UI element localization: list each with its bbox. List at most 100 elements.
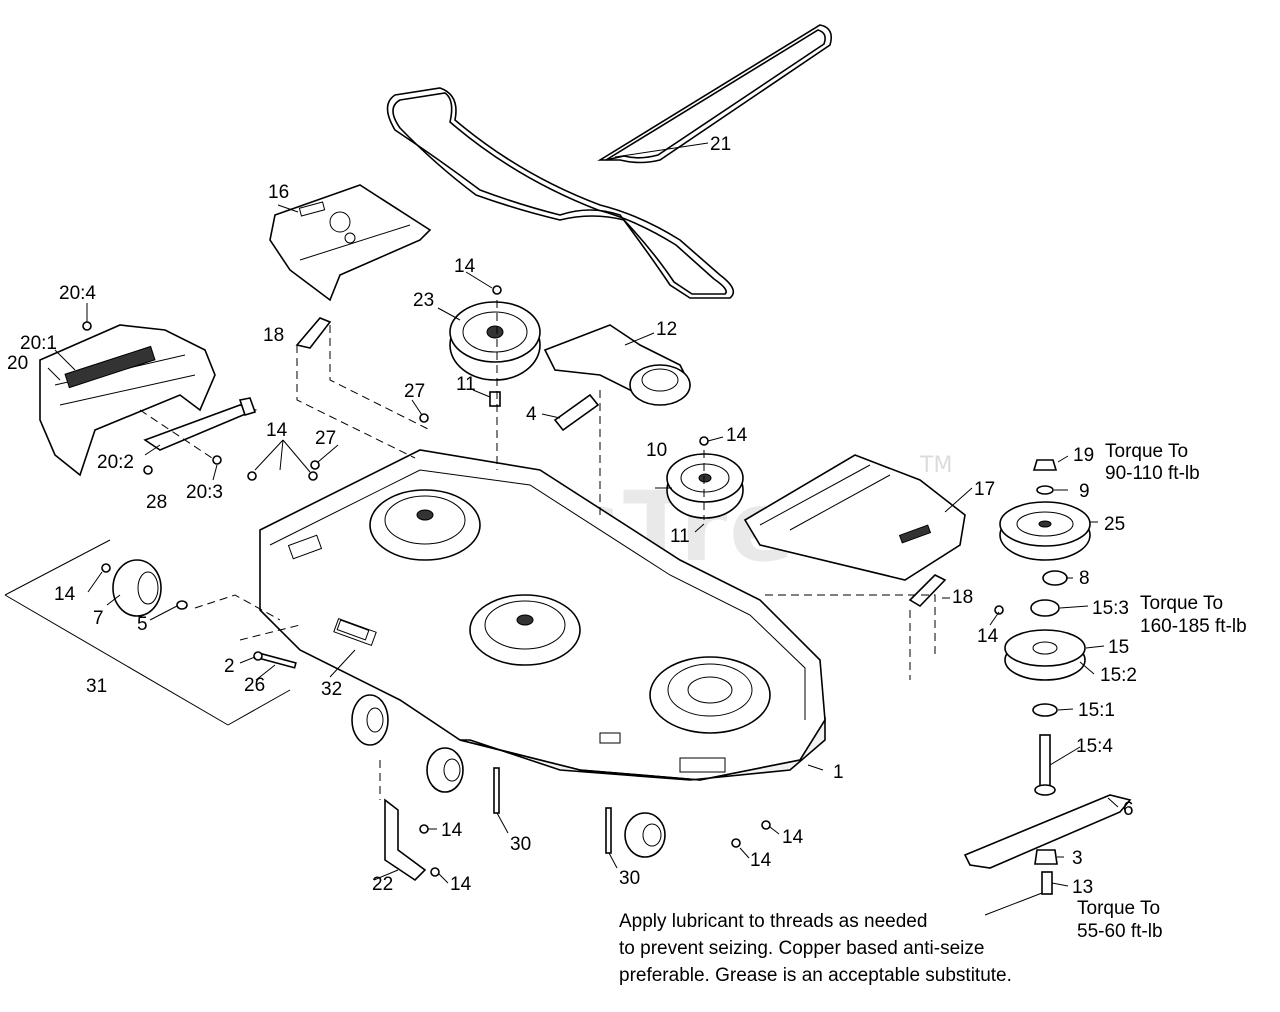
anti-scalp-wheel-rear[interactable] [624, 812, 666, 858]
spindle-shaft-part-15-4[interactable] [1034, 734, 1056, 796]
callout-21: 21 [710, 134, 731, 155]
idler-arm-part-12[interactable] [543, 324, 692, 406]
callout-15-1: 15:1 [1078, 700, 1115, 721]
callout-4: 4 [526, 404, 537, 425]
nut-part-14-a[interactable] [492, 285, 502, 295]
callout-20-1: 20:1 [20, 333, 57, 354]
callout-16: 16 [268, 182, 289, 203]
callout-31: 31 [86, 676, 107, 697]
note-line-1: Apply lubricant to threads as needed [619, 911, 928, 932]
bolt-part-30-a[interactable] [493, 767, 500, 814]
torque-13-label: Torque To [1077, 898, 1160, 919]
nut-part-14-h[interactable] [430, 867, 440, 877]
bolt-part-13[interactable] [1041, 871, 1053, 895]
torque-15-label: Torque To [1140, 593, 1223, 614]
bracket-part-18-right[interactable] [908, 574, 947, 608]
group-bracket-31 [4, 539, 291, 726]
callout-20: 20 [7, 353, 28, 374]
callout-9: 9 [1079, 481, 1090, 502]
spring-part-4[interactable] [553, 393, 600, 432]
callout-30-b: 30 [619, 868, 640, 889]
callout-11-b: 11 [670, 526, 690, 547]
callout-19: 19 [1073, 445, 1094, 466]
callout-23: 23 [413, 290, 434, 311]
callout-22: 22 [372, 874, 393, 895]
callout-6: 6 [1123, 799, 1134, 820]
callout-30-a: 30 [510, 834, 531, 855]
bearing-part-15-1[interactable] [1032, 703, 1058, 717]
nut-part-14-e[interactable] [101, 563, 111, 573]
callout-5: 5 [137, 614, 148, 635]
torque-19-value: 90-110 ft-lb [1105, 463, 1200, 484]
callout-14-c: 14 [726, 425, 748, 446]
bearing-part-8[interactable] [1042, 570, 1068, 586]
callout-14-d: 14 [977, 626, 999, 647]
bolt-part-28[interactable] [143, 465, 153, 475]
callout-18-a: 18 [263, 325, 284, 346]
washer-part-9[interactable] [1036, 485, 1054, 495]
callout-17: 17 [974, 479, 995, 500]
spacer-part-5[interactable] [176, 600, 188, 610]
bolt-part-30-b[interactable] [605, 807, 612, 854]
nut-part-14-j[interactable] [731, 838, 741, 848]
belt-cover-part-16[interactable] [269, 184, 432, 302]
wheel-part-7[interactable] [112, 559, 162, 617]
callout-14-g: 14 [450, 874, 472, 895]
nut-part-19[interactable] [1032, 459, 1058, 471]
callout-13: 13 [1072, 877, 1093, 898]
spacer-part-11[interactable] [489, 391, 501, 407]
note-line-3: preferable. Grease is an acceptable subs… [619, 965, 1012, 986]
bracket-part-22[interactable] [384, 798, 427, 882]
callout-2: 2 [224, 656, 235, 677]
screw-part-20-4[interactable] [82, 321, 92, 331]
bracket-part-18-left[interactable] [295, 317, 332, 349]
pulley-part-10[interactable] [666, 453, 744, 519]
callout-10: 10 [646, 440, 667, 461]
washer-part-3[interactable] [1034, 849, 1058, 865]
callout-7: 7 [93, 608, 104, 629]
blade-part-6[interactable] [963, 794, 1132, 869]
bolt-part-27-a[interactable] [419, 413, 429, 423]
anti-scalp-wheel-front-center[interactable] [426, 747, 464, 793]
anti-scalp-wheel-front-left[interactable] [351, 694, 389, 746]
mower-deck-part-1[interactable] [259, 449, 826, 781]
callout-18-b: 18 [952, 587, 973, 608]
bolt-part-26[interactable] [256, 652, 297, 669]
deck-cover-part-20[interactable] [39, 324, 216, 477]
spindle-housing-part-15[interactable] [1004, 599, 1086, 681]
nut-part-14-b[interactable] [699, 436, 709, 446]
callout-28: 28 [146, 492, 167, 513]
callout-14-f: 14 [441, 820, 463, 841]
nut-part-14-f[interactable] [994, 605, 1004, 615]
bracket-part-20-2[interactable] [143, 397, 258, 451]
callout-20-3: 20:3 [186, 482, 223, 503]
torque-19-label: Torque To [1105, 441, 1188, 462]
callout-20-2: 20:2 [97, 452, 134, 473]
callout-12: 12 [656, 319, 677, 340]
screw-part-20-3[interactable] [212, 455, 222, 465]
pulley-part-23[interactable] [449, 301, 541, 381]
bolt-part-27-b[interactable] [310, 460, 320, 470]
callout-11-a: 11 [456, 374, 476, 395]
nut-part-14-c[interactable] [247, 471, 257, 481]
washer-part-2[interactable] [253, 651, 263, 661]
nut-part-14-i[interactable] [761, 820, 771, 830]
note-line-2: to prevent seizing. Copper based anti-se… [619, 938, 985, 959]
callout-25: 25 [1104, 514, 1125, 535]
callout-1: 1 [833, 762, 844, 783]
callout-15: 15 [1108, 637, 1129, 658]
torque-15-value: 160-185 ft-lb [1140, 616, 1247, 637]
callout-27-a: 27 [404, 381, 425, 402]
decal-part-32[interactable] [336, 619, 370, 641]
deck-cover-part-17[interactable] [743, 454, 966, 581]
nut-part-14-d[interactable] [308, 471, 318, 481]
nut-part-14-g[interactable] [419, 824, 429, 834]
belt-part-21[interactable] [386, 24, 833, 299]
pulley-part-25[interactable] [999, 501, 1091, 561]
callout-20-4: 20:4 [59, 283, 96, 304]
callout-15-4: 15:4 [1076, 736, 1113, 757]
callout-14-e: 14 [54, 584, 76, 605]
callout-14-h: 14 [782, 827, 804, 848]
callout-15-2: 15:2 [1100, 665, 1137, 686]
